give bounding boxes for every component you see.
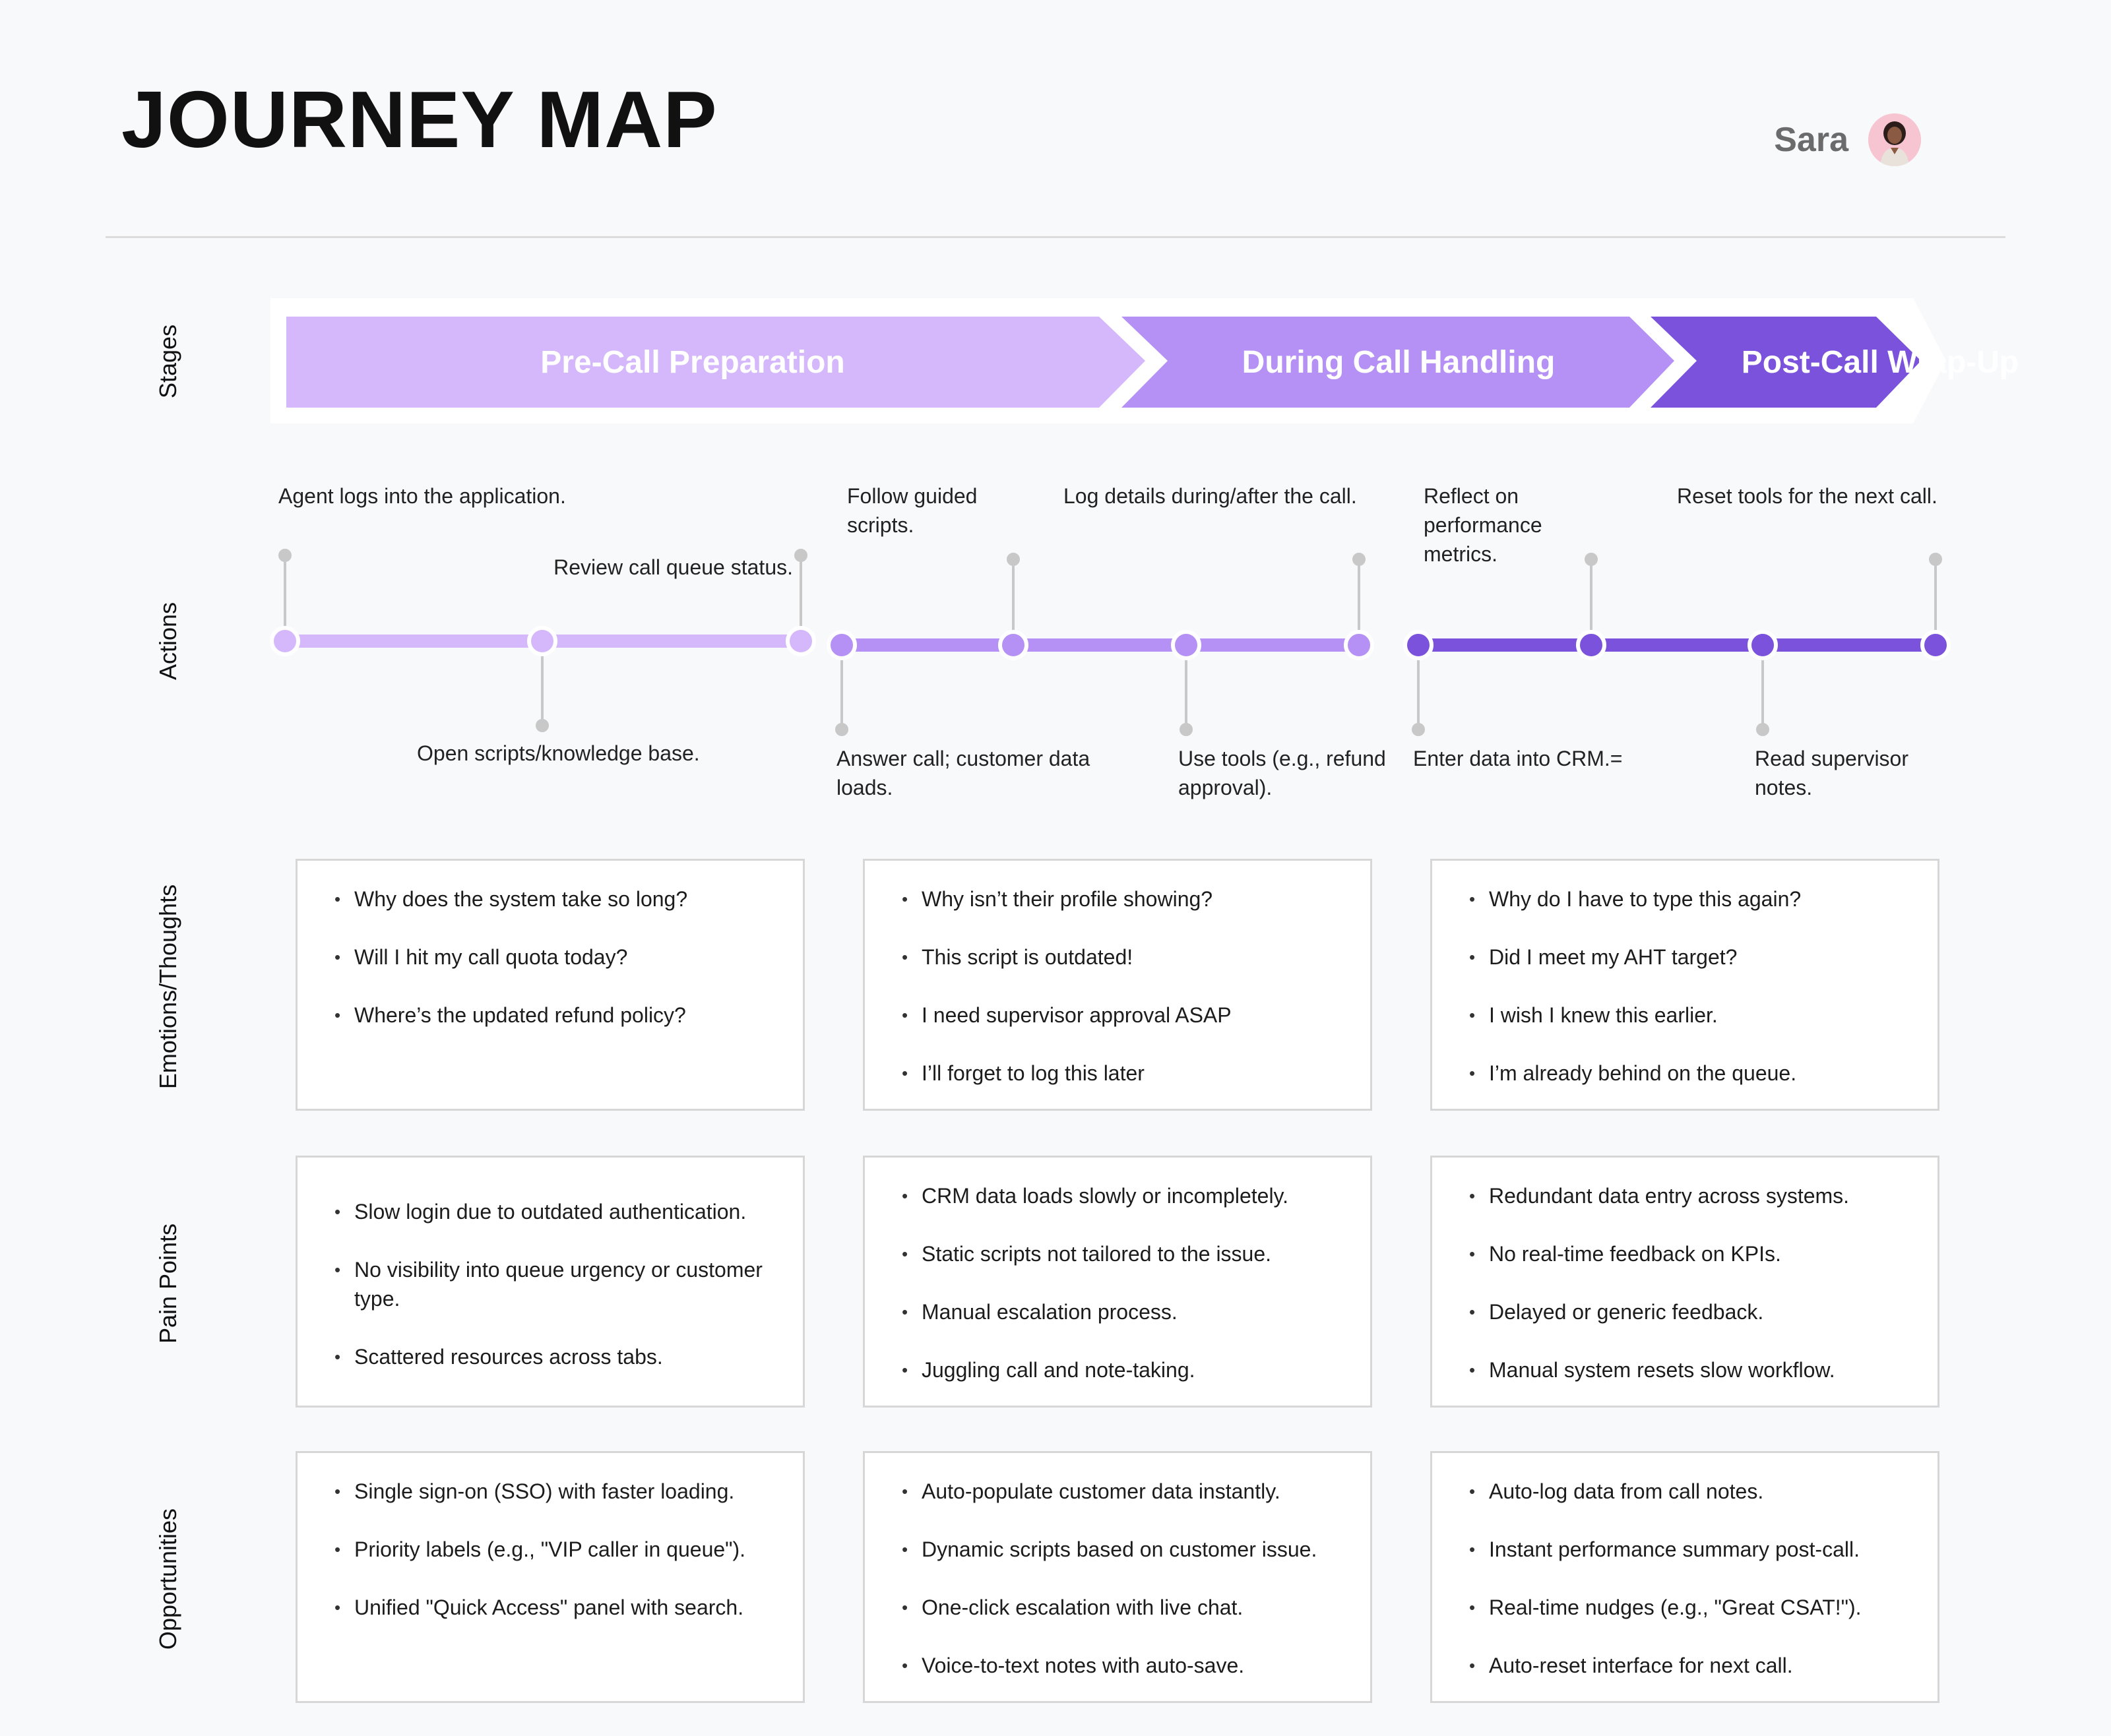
emotions-list: Why isn’t their profile showing? This sc…	[902, 884, 1344, 1117]
list-item: Static scripts not tailored to the issue…	[902, 1239, 1344, 1268]
timeline-connectors	[278, 549, 1942, 736]
action-label: Reset tools for the next call.	[1677, 484, 1938, 508]
action-label: Answer call; customer data loads.	[836, 747, 1090, 799]
row-label-emotions: Emotions/Thoughts	[154, 884, 181, 1090]
stage-label-pre-call: Pre-Call Preparation	[540, 345, 845, 380]
list-item: Manual escalation process.	[902, 1297, 1344, 1326]
action-label: Log details during/after the call.	[1063, 484, 1357, 508]
stage-arrow-pre-call	[286, 317, 1145, 408]
list-item: Auto-populate customer data instantly.	[902, 1477, 1344, 1506]
emotions-list: Why do I have to type this again? Did I …	[1469, 884, 1911, 1117]
opportunities-card-post-call: Auto-log data from call notes. Instant p…	[1430, 1451, 1939, 1703]
stage-band: Pre-Call Preparation During Call Handlin…	[270, 298, 2019, 423]
list-item: Why does the system take so long?	[334, 884, 776, 914]
list-item: Juggling call and note-taking.	[902, 1355, 1344, 1384]
opportunities-list: Auto-log data from call notes. Instant p…	[1469, 1477, 1911, 1709]
action-label: Reflect on performance metrics.	[1424, 484, 1542, 566]
list-item: I need supervisor approval ASAP	[902, 1001, 1344, 1030]
timeline-nodes	[270, 626, 1951, 660]
action-label: Follow guided scripts.	[847, 484, 978, 537]
list-item: Slow login due to outdated authenticatio…	[334, 1197, 776, 1226]
pain-points-list: Redundant data entry across systems. No …	[1469, 1181, 1911, 1413]
list-item: I’m already behind on the queue.	[1469, 1059, 1911, 1088]
action-label: Use tools (e.g., refund approval).	[1178, 747, 1386, 799]
action-label: Enter data into CRM.=	[1413, 747, 1623, 770]
row-label-stages: Stages	[154, 324, 181, 399]
list-item: Will I hit my call quota today?	[334, 943, 776, 972]
list-item: Did I meet my AHT target?	[1469, 943, 1911, 972]
emotions-card-post-call: Why do I have to type this again? Did I …	[1430, 859, 1939, 1111]
row-label-opportunities: Opportunities	[154, 1508, 181, 1650]
list-item: Delayed or generic feedback.	[1469, 1297, 1911, 1326]
action-label: Read supervisor notes.	[1755, 747, 1908, 799]
page-title: JOURNEY MAP	[121, 75, 718, 164]
user-name: Sara	[1774, 121, 1848, 159]
list-item: Instant performance summary post-call.	[1469, 1535, 1911, 1564]
action-label: Review call queue status.	[553, 555, 793, 579]
pain-points-card-during-call: CRM data loads slowly or incompletely. S…	[863, 1156, 1372, 1408]
header-divider	[106, 236, 2005, 238]
list-item: Redundant data entry across systems.	[1469, 1181, 1911, 1210]
avatar-figure-icon	[1868, 113, 1921, 166]
list-item: Why do I have to type this again?	[1469, 884, 1911, 914]
opportunities-list: Auto-populate customer data instantly. D…	[902, 1477, 1344, 1709]
stage-label-post-call: Post-Call Wrap-Up	[1741, 345, 2019, 380]
stage-arrow-during-call	[1121, 317, 1674, 408]
action-label: Agent logs into the application.	[278, 484, 566, 508]
emotions-card-pre-call: Why does the system take so long? Will I…	[296, 859, 805, 1111]
list-item: Auto-log data from call notes.	[1469, 1477, 1911, 1506]
list-item: Auto-reset interface for next call.	[1469, 1651, 1911, 1680]
pain-points-card-pre-call: Slow login due to outdated authenticatio…	[296, 1156, 805, 1408]
list-item: Dynamic scripts based on customer issue.	[902, 1535, 1344, 1564]
emotions-card-during-call: Why isn’t their profile showing? This sc…	[863, 859, 1372, 1111]
row-label-actions: Actions	[154, 602, 181, 681]
stage-arrow-post-call	[1651, 317, 1921, 408]
list-item: Priority labels (e.g., "VIP caller in qu…	[334, 1535, 776, 1564]
list-item: One-click escalation with live chat.	[902, 1593, 1344, 1622]
opportunities-card-during-call: Auto-populate customer data instantly. D…	[863, 1451, 1372, 1703]
list-item: This script is outdated!	[902, 943, 1344, 972]
list-item: Manual system resets slow workflow.	[1469, 1355, 1911, 1384]
list-item: Voice-to-text notes with auto-save.	[902, 1651, 1344, 1680]
pain-points-list: CRM data loads slowly or incompletely. S…	[902, 1181, 1344, 1413]
pain-points-list: Slow login due to outdated authenticatio…	[334, 1197, 776, 1400]
list-item: Where’s the updated refund policy?	[334, 1001, 776, 1030]
list-item: Real-time nudges (e.g., "Great CSAT!").	[1469, 1593, 1911, 1622]
list-item: No visibility into queue urgency or cust…	[334, 1255, 776, 1313]
stage-arrows-graphic	[270, 298, 1946, 423]
list-item: Why isn’t their profile showing?	[902, 884, 1344, 914]
list-item: Scattered resources across tabs.	[334, 1342, 776, 1371]
stage-label-during-call: During Call Handling	[1242, 345, 1556, 380]
list-item: CRM data loads slowly or incompletely.	[902, 1181, 1344, 1210]
opportunities-list: Single sign-on (SSO) with faster loading…	[334, 1477, 776, 1651]
action-label: Open scripts/knowledge base.	[417, 741, 700, 765]
emotions-list: Why does the system take so long? Will I…	[334, 884, 776, 1059]
list-item: I’ll forget to log this later	[902, 1059, 1344, 1088]
user-profile[interactable]: Sara	[1774, 113, 1921, 166]
row-label-pain-points: Pain Points	[154, 1223, 181, 1344]
list-item: Unified "Quick Access" panel with search…	[334, 1593, 776, 1622]
list-item: No real-time feedback on KPIs.	[1469, 1239, 1911, 1268]
list-item: Single sign-on (SSO) with faster loading…	[334, 1477, 776, 1506]
list-item: I wish I knew this earlier.	[1469, 1001, 1911, 1030]
pain-points-card-post-call: Redundant data entry across systems. No …	[1430, 1156, 1939, 1408]
user-avatar-icon[interactable]	[1868, 113, 1921, 166]
opportunities-card-pre-call: Single sign-on (SSO) with faster loading…	[296, 1451, 805, 1703]
